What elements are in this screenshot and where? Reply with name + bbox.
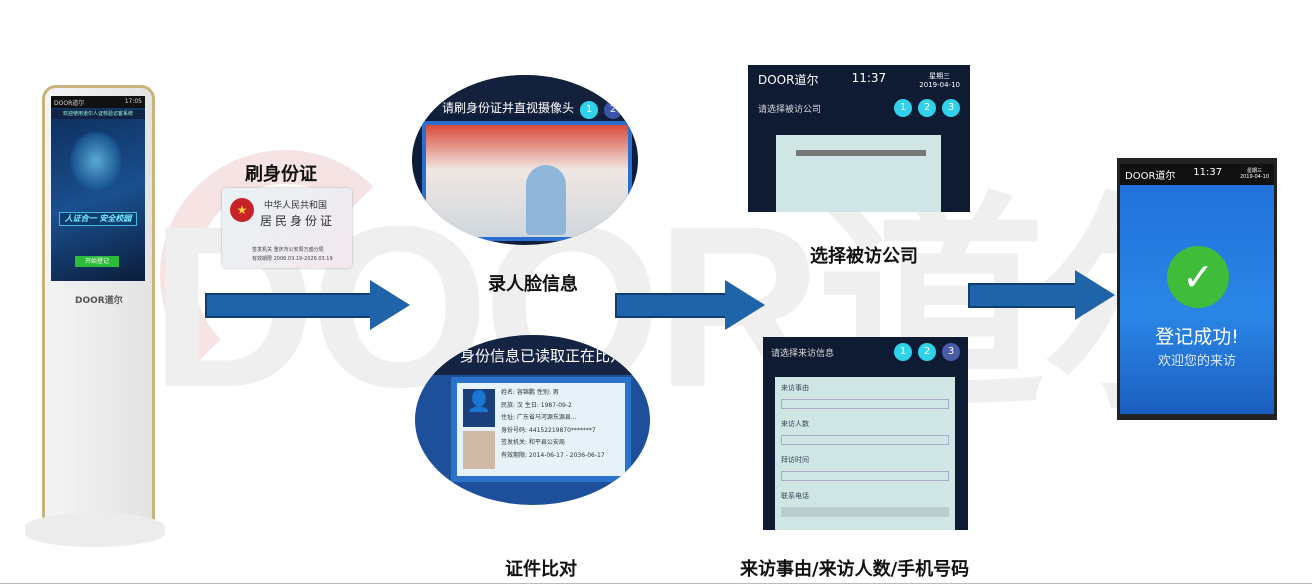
- user-avatar-icon: 👤: [463, 389, 495, 427]
- id-card-title: 中华人民共和国: [264, 201, 328, 211]
- camera-preview: [422, 121, 632, 241]
- flow-arrow-1: [205, 280, 410, 330]
- id-info-card: 👤 姓名: 容锦鹏 性别: 男 民族: 汉 生日: 1987-09-2 住址: …: [451, 377, 631, 482]
- step-indicator: 2: [604, 101, 623, 119]
- id-field: 民族: 汉 生日: 1987-09-2: [501, 401, 572, 409]
- visit-form: 来访事由 来访人数 拜访时间 联系电话: [775, 377, 955, 530]
- final-date: 2019-04-10: [1239, 174, 1269, 180]
- final-time: 11:37: [1193, 167, 1223, 178]
- selected-company-row[interactable]: [796, 150, 926, 156]
- step-indicator: 1: [894, 343, 912, 361]
- final-weekday: 星期三: [1246, 168, 1262, 174]
- screen-logo: DOOR道尔: [758, 73, 819, 87]
- step-indicator: 3: [942, 343, 960, 361]
- kiosk-brand-logo: DOOR道尔: [75, 296, 123, 306]
- id-field: 姓名: 容锦鹏 性别: 男: [501, 389, 559, 396]
- screen-date: 2019-04-10: [919, 81, 960, 89]
- id-field: 身份号码: 44152219870*******7: [501, 426, 596, 434]
- visitor-figure: [526, 165, 566, 235]
- success-subtitle: 欢迎您的来访: [1157, 354, 1236, 369]
- time-options[interactable]: [781, 471, 949, 481]
- step-label-visit-info: 来访事由/来访人数/手机号码: [740, 559, 970, 580]
- kiosk-device: DOOR道尔 17:05 欢迎使用道尔人证核验访客系统 人证合一 安全校园 开始登…: [42, 85, 155, 540]
- phone-input[interactable]: [781, 507, 949, 517]
- screen-weekday: 星期三: [929, 72, 951, 80]
- national-emblem-icon: ★: [230, 198, 254, 222]
- step-indicator: 2: [918, 99, 936, 117]
- step-indicator: 1: [894, 99, 912, 117]
- count-options[interactable]: [781, 435, 949, 445]
- step-label-face: 录人脸信息: [488, 274, 578, 295]
- checkmark-icon: ✓: [1167, 246, 1229, 308]
- section-visitor-count: 来访人数: [781, 420, 809, 428]
- success-title: 登记成功!: [1155, 326, 1239, 348]
- section-visit-time: 拜访时间: [781, 456, 809, 464]
- start-register-button[interactable]: 开始登记: [75, 256, 119, 267]
- step-label-swipe-id: 刷身份证: [245, 164, 317, 185]
- divider: [0, 583, 1312, 584]
- flow-arrow-2: [615, 280, 765, 330]
- face-screen-title: 请刷身份证并直视摄像头: [442, 101, 575, 115]
- id-field: 住址: 广东省马河源东源县...: [501, 414, 577, 421]
- kiosk-time: 17:05: [124, 98, 142, 105]
- visit-screen-title: 请选择来访信息: [771, 348, 835, 359]
- kiosk-base: [25, 513, 165, 547]
- id-compare-photo: 身份信息已读取正在比对... 👤 姓名: 容锦鹏 性别: 男 民族: 汉 生日:…: [415, 335, 650, 505]
- final-logo: DOOR道尔: [1125, 171, 1176, 182]
- section-visit-reason: 来访事由: [781, 384, 809, 392]
- step-label-compare: 证件比对: [505, 559, 577, 580]
- kiosk-screen: DOOR道尔 17:05 欢迎使用道尔人证核验访客系统 人证合一 安全校园 开始登…: [51, 96, 145, 281]
- step-indicator: 3: [942, 99, 960, 117]
- flow-arrow-3: [968, 270, 1115, 320]
- screen-time: 11:37: [851, 71, 887, 85]
- step-indicator: 1: [580, 101, 599, 119]
- id-field: 有效期限: 2014-06-17 - 2036-06-17: [501, 451, 605, 459]
- company-list[interactable]: [776, 135, 941, 212]
- id-photo: [463, 431, 495, 469]
- id-card-subtitle: 居民身份证: [260, 214, 336, 228]
- section-phone: 联系电话: [781, 492, 809, 500]
- id-field: 签发机关: 和平县公安局: [501, 439, 565, 446]
- id-card-image: ★ 中华人民共和国 居民身份证 签发机关 重庆市公安局万盛分局 有效期限 200…: [222, 188, 352, 268]
- kiosk-slogan: 人证合一 安全校园: [59, 212, 137, 226]
- kiosk-banner: 欢迎使用道尔人证核验访客系统: [51, 110, 145, 119]
- step-label-company: 选择被访公司: [810, 246, 918, 267]
- company-screen-title: 请选择被访公司: [758, 104, 822, 115]
- reason-options[interactable]: [781, 399, 949, 409]
- face-graphic-icon: [69, 130, 123, 192]
- kiosk-logo: DOOR道尔: [54, 100, 85, 107]
- step-indicator: 2: [918, 343, 936, 361]
- id-card-details: 签发机关 重庆市公安局万盛分局 有效期限 2006.03.19-2026.03.…: [252, 247, 333, 262]
